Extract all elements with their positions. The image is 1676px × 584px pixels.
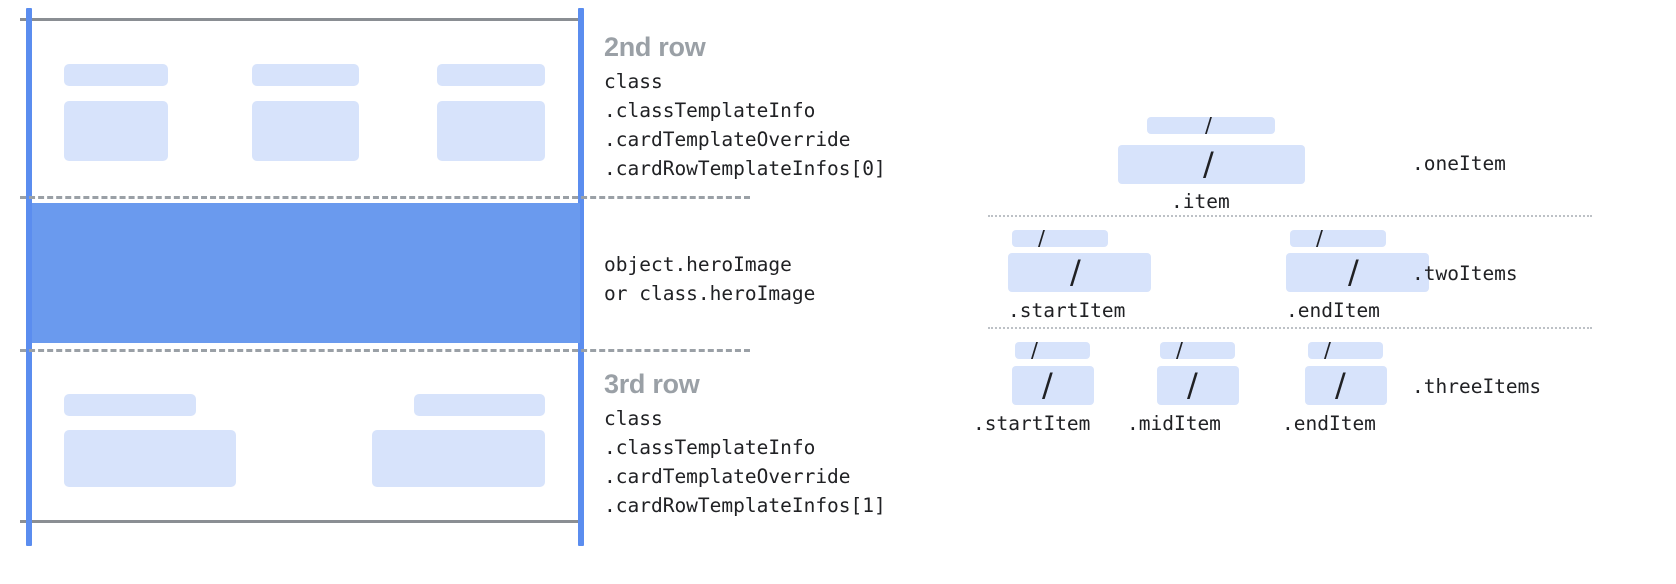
hero-image-band — [32, 203, 580, 343]
annotation-third-row-line-2: .classTemplateInfo — [604, 436, 816, 460]
slash-icon: / — [1316, 230, 1324, 247]
slash-icon: / — [1324, 342, 1332, 359]
row2-col1-label-placeholder — [64, 64, 168, 86]
annotation-third-row: 3rd row class .classTemplateInfo .cardTe… — [604, 369, 886, 520]
card-layout-mock — [0, 0, 750, 584]
group-label-two-items: .twoItems — [1412, 262, 1518, 285]
item-divider-1 — [988, 215, 1592, 217]
annotation-third-row-line-1: class — [604, 407, 663, 431]
annotation-third-row-line-3: .cardTemplateOverride — [604, 465, 851, 489]
row3-col2-label-placeholder — [414, 394, 545, 416]
row2-col3-label-placeholder — [437, 64, 545, 86]
slash-icon: / — [1176, 342, 1184, 359]
annotation-second-row-title: 2nd row — [604, 32, 706, 62]
two-items-end-body-chip: / — [1286, 253, 1429, 292]
annotation-second-row: 2nd row class .classTemplateInfo .cardTe… — [604, 32, 886, 183]
three-items-start-caption: .startItem — [973, 412, 1091, 435]
row2-col2-label-placeholder — [252, 64, 359, 86]
annotation-hero-image-line-2: or class.heroImage — [604, 282, 816, 305]
two-items-start-body-chip: / — [1008, 253, 1151, 292]
annotation-second-row-line-2: .classTemplateInfo — [604, 99, 816, 123]
one-item-label-chip: / — [1147, 117, 1275, 134]
card-frame-top-border — [20, 18, 580, 21]
annotation-second-row-line-3: .cardTemplateOverride — [604, 128, 851, 152]
row2-col2-body-placeholder — [252, 101, 359, 161]
slash-icon: / — [1042, 366, 1053, 404]
slash-icon: / — [1348, 253, 1359, 291]
annotation-hero-image-line-1: object.heroImage — [604, 253, 792, 276]
item-divider-2 — [988, 327, 1592, 329]
one-item-body-chip: / — [1118, 145, 1305, 184]
row3-col1-label-placeholder — [64, 394, 196, 416]
slash-icon: / — [1335, 366, 1346, 404]
three-items-mid-caption: .midItem — [1127, 412, 1221, 435]
three-items-mid-body-chip: / — [1157, 366, 1239, 405]
slash-icon: / — [1187, 366, 1198, 404]
three-items-end-body-chip: / — [1305, 366, 1387, 405]
annotation-third-row-line-4: .cardRowTemplateInfos[1] — [604, 494, 886, 518]
two-items-start-label-chip: / — [1012, 230, 1108, 247]
row2-col1-body-placeholder — [64, 101, 168, 161]
card-frame-bottom-border — [20, 520, 580, 523]
three-items-start-label-chip: / — [1015, 342, 1090, 359]
slash-icon: / — [1205, 117, 1213, 134]
card-left-rail — [26, 8, 32, 546]
row3-col2-body-placeholder — [372, 430, 545, 487]
two-items-start-caption: .startItem — [1008, 299, 1126, 322]
annotation-second-row-line-1: class — [604, 70, 663, 94]
slash-icon: / — [1070, 253, 1081, 291]
row2-col3-body-placeholder — [437, 101, 545, 161]
slash-icon: / — [1203, 145, 1214, 183]
slash-icon: / — [1031, 342, 1039, 359]
card-right-rail — [578, 8, 584, 546]
annotation-second-row-line-4: .cardRowTemplateInfos[0] — [604, 157, 886, 181]
row3-col1-body-placeholder — [64, 430, 236, 487]
annotation-third-row-title: 3rd row — [604, 369, 700, 399]
item-variants-diagram: / / .item .oneItem / / .startItem / / .e… — [960, 0, 1676, 584]
three-items-end-caption: .endItem — [1282, 412, 1376, 435]
three-items-start-body-chip: / — [1012, 366, 1094, 405]
group-label-three-items: .threeItems — [1412, 375, 1542, 398]
two-items-end-caption: .endItem — [1286, 299, 1380, 322]
three-items-mid-label-chip: / — [1160, 342, 1235, 359]
row-divider-lower — [20, 349, 750, 352]
row-divider-upper — [20, 196, 750, 199]
one-item-caption: .item — [1171, 190, 1230, 213]
two-items-end-label-chip: / — [1290, 230, 1386, 247]
group-label-one-item: .oneItem — [1412, 152, 1506, 175]
slash-icon: / — [1038, 230, 1046, 247]
three-items-end-label-chip: / — [1308, 342, 1383, 359]
annotation-hero-image: object.heroImage or class.heroImage — [604, 250, 815, 308]
